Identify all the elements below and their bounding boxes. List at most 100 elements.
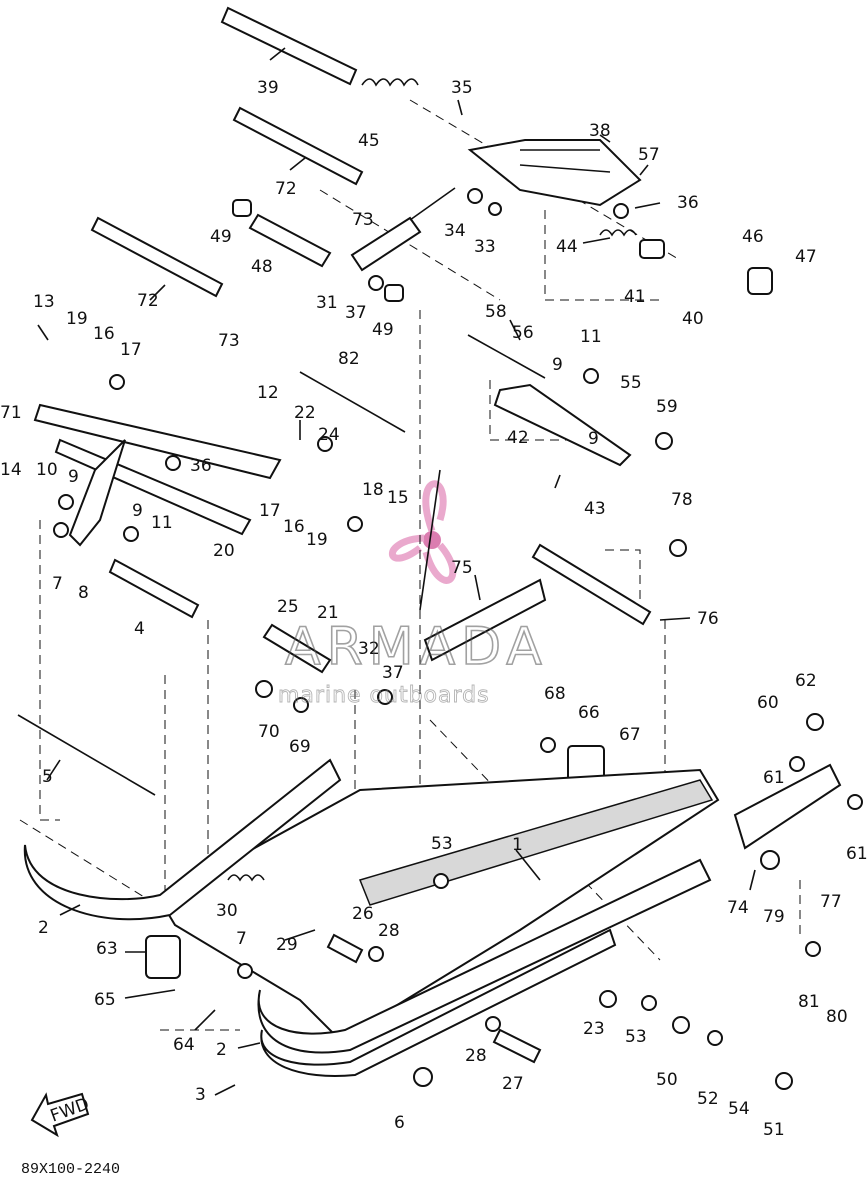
label-67: 67	[619, 725, 641, 745]
label-9-c: 9	[132, 501, 143, 521]
label-13: 13	[33, 292, 55, 312]
label-20: 20	[213, 541, 235, 561]
label-43: 43	[584, 499, 606, 519]
label-21: 21	[317, 603, 339, 623]
label-74: 74	[727, 898, 749, 918]
label-11: 11	[580, 327, 602, 347]
label-4: 4	[134, 619, 145, 639]
label-46: 46	[742, 227, 764, 247]
label-35: 35	[451, 78, 473, 98]
label-80: 80	[826, 1007, 848, 1027]
label-6: 6	[394, 1113, 405, 1133]
label-28: 28	[378, 921, 400, 941]
label-29: 29	[276, 935, 298, 955]
label-70: 70	[258, 722, 280, 742]
label-53: 53	[431, 834, 453, 854]
label-27: 27	[502, 1074, 524, 1094]
label-30: 30	[216, 901, 238, 921]
label-36-front: 36	[190, 456, 212, 476]
label-48: 48	[251, 257, 273, 277]
label-15: 15	[387, 488, 409, 508]
label-78: 78	[671, 490, 693, 510]
label-2-b: 2	[216, 1040, 227, 1060]
label-26: 26	[352, 904, 374, 924]
label-54: 54	[728, 1099, 750, 1119]
label-16: 16	[93, 324, 115, 344]
label-60: 60	[757, 693, 779, 713]
label-61: 61	[763, 768, 785, 788]
label-32: 32	[358, 639, 380, 659]
label-5: 5	[42, 767, 53, 787]
label-64: 64	[173, 1035, 195, 1055]
label-55: 55	[620, 373, 642, 393]
label-36: 36	[677, 193, 699, 213]
label-73-lower: 73	[218, 331, 240, 351]
label-14: 14	[0, 460, 22, 480]
label-50: 50	[656, 1070, 678, 1090]
fwd-arrow-label: FWD	[48, 1094, 92, 1126]
label-33: 33	[474, 237, 496, 257]
label-52: 52	[697, 1089, 719, 1109]
label-24: 24	[318, 425, 340, 445]
label-38: 38	[589, 121, 611, 141]
label-3: 3	[195, 1085, 206, 1105]
label-17-b: 17	[259, 501, 281, 521]
leader-lines	[37, 47, 756, 1096]
part-number-labels: 39 45 35 38 57 72 73 34 33 36 49 48 44 4…	[0, 78, 867, 1140]
label-34: 34	[444, 221, 466, 241]
label-76: 76	[697, 609, 719, 629]
label-72-lower: 72	[137, 291, 159, 311]
label-19: 19	[66, 309, 88, 329]
label-10: 10	[36, 460, 58, 480]
part-shapes	[17, 6, 863, 1138]
label-37-b: 37	[382, 663, 404, 683]
label-28-b: 28	[465, 1046, 487, 1066]
label-17: 17	[120, 340, 142, 360]
label-8: 8	[78, 583, 89, 603]
label-12: 12	[257, 383, 279, 403]
label-75: 75	[451, 558, 473, 578]
label-57: 57	[638, 145, 660, 165]
label-18: 18	[362, 480, 384, 500]
label-65: 65	[94, 990, 116, 1010]
watermark-tagline: marine outboards	[278, 683, 490, 708]
label-44: 44	[556, 237, 578, 257]
label-9: 9	[552, 355, 563, 375]
label-72: 72	[275, 179, 297, 199]
label-42: 42	[507, 428, 529, 448]
label-59: 59	[656, 397, 678, 417]
label-2: 2	[38, 918, 49, 938]
label-51: 51	[763, 1120, 785, 1140]
label-45: 45	[358, 131, 380, 151]
label-11-b: 11	[151, 513, 173, 533]
label-66: 66	[578, 703, 600, 723]
label-49-lower: 49	[372, 320, 394, 340]
label-56: 56	[512, 323, 534, 343]
label-69: 69	[289, 737, 311, 757]
label-63: 63	[96, 939, 118, 959]
label-23: 23	[583, 1019, 605, 1039]
label-68: 68	[544, 684, 566, 704]
label-53-b: 53	[625, 1027, 647, 1047]
label-7-b: 7	[236, 929, 247, 949]
label-22: 22	[294, 403, 316, 423]
watermark-logo	[388, 480, 457, 584]
label-1: 1	[512, 835, 523, 855]
label-79: 79	[763, 907, 785, 927]
label-9-a: 9	[68, 467, 79, 487]
label-19-b: 19	[306, 530, 328, 550]
label-25: 25	[277, 597, 299, 617]
label-16-b: 16	[283, 517, 305, 537]
label-40: 40	[682, 309, 704, 329]
label-9-b: 9	[588, 429, 599, 449]
label-31: 31	[316, 293, 338, 313]
label-7: 7	[52, 574, 63, 594]
label-58: 58	[485, 302, 507, 322]
label-62: 62	[795, 671, 817, 691]
label-47: 47	[795, 247, 817, 267]
label-37: 37	[345, 303, 367, 323]
drawing-code: 89X100-2240	[21, 1161, 120, 1178]
label-41: 41	[624, 287, 646, 307]
label-77: 77	[820, 892, 842, 912]
